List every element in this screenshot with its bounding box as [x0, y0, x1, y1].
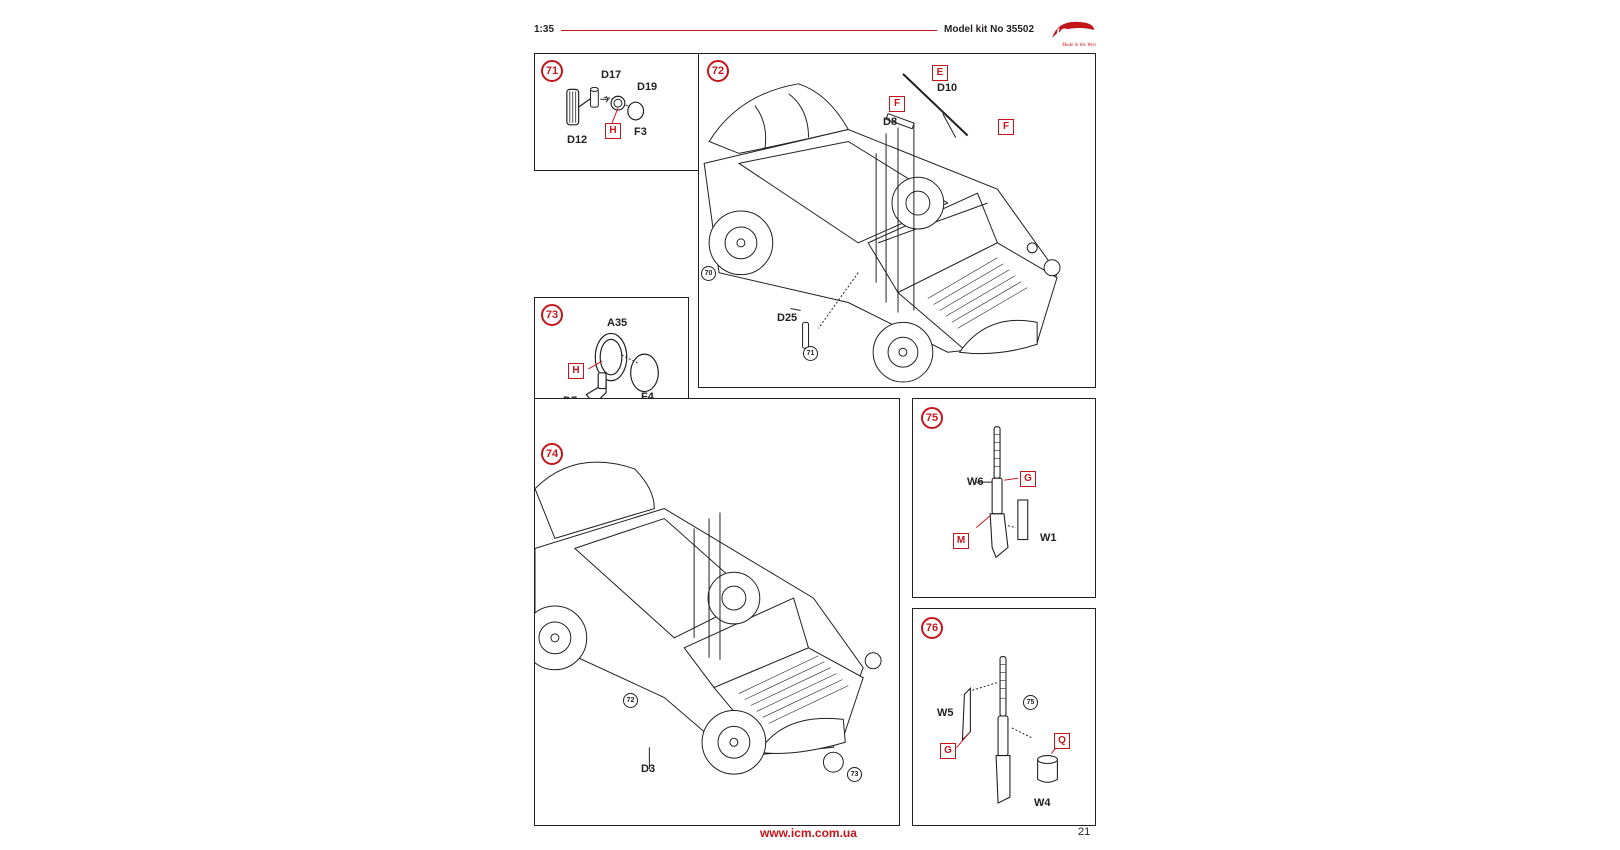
step-74-panel: 74 D3 72 73: [534, 398, 900, 826]
page-number: 21: [1078, 826, 1091, 838]
step-71-badge: 71: [541, 60, 563, 82]
step-72-illustration: [703, 73, 1061, 383]
paint-flag-G: G: [1020, 471, 1036, 487]
part-label-D25: D25: [777, 312, 798, 324]
step-72-badge: 72: [707, 60, 729, 82]
part-label-W6: W6: [967, 476, 984, 488]
paint-flag-F: F: [998, 119, 1014, 135]
part-label-D8: D8: [883, 116, 898, 128]
step-ref-72: 72: [623, 693, 638, 708]
part-label-W1: W1: [1040, 532, 1057, 544]
step-71-illustration: [566, 86, 645, 126]
paint-flag-E: E: [932, 65, 948, 81]
part-label-W5: W5: [937, 707, 954, 719]
svg-text:ICM: ICM: [1056, 26, 1079, 40]
step-72-panel: 72 D10 D8 D25 E F F 70 71: [698, 53, 1096, 388]
step-74-badge: 74: [541, 443, 563, 465]
step-75-badge: 75: [921, 407, 943, 429]
step-ref-75: 75: [1023, 695, 1038, 710]
paint-flag-F: F: [889, 96, 905, 112]
icm-logo: ICM Made in the World: [1050, 16, 1100, 50]
header-rule: [561, 30, 937, 31]
step-74-illustration: [535, 461, 882, 775]
part-label-D19: D19: [637, 81, 658, 93]
paint-flag-H: H: [568, 363, 584, 379]
paint-flag-Q: Q: [1054, 733, 1070, 749]
step-ref-71: 71: [803, 346, 818, 361]
svg-text:Made in the World: Made in the World: [1061, 43, 1096, 48]
part-label-D10: D10: [937, 82, 958, 94]
part-label-D17: D17: [601, 69, 622, 81]
paint-flag-H: H: [605, 123, 621, 139]
footer-url: www.icm.com.ua: [760, 826, 857, 840]
part-label-D12: D12: [567, 134, 588, 146]
paint-flag-G: G: [940, 743, 956, 759]
scale-label: 1:35: [534, 24, 555, 35]
step-73-badge: 73: [541, 304, 563, 326]
step-76-panel: 76 W5 W4 G Q 75: [912, 608, 1096, 826]
step-76-illustration: [956, 656, 1058, 804]
step-ref-70: 70: [701, 266, 716, 281]
step-ref-73: 73: [847, 767, 862, 782]
step-75-panel: 75 W6 W1 G M: [912, 398, 1096, 598]
part-label-D3: D3: [641, 763, 656, 775]
step-75-illustration: [975, 426, 1029, 559]
step-71-panel: 71 D12 D17 D19 F3 H: [534, 53, 699, 171]
part-label-F3: F3: [634, 126, 647, 138]
part-label-W4: W4: [1034, 797, 1051, 809]
paint-flag-M: M: [953, 533, 969, 549]
step-76-badge: 76: [921, 617, 943, 639]
model-kit-number: Model kit No 35502: [944, 24, 1035, 35]
part-label-A35: A35: [607, 317, 628, 329]
